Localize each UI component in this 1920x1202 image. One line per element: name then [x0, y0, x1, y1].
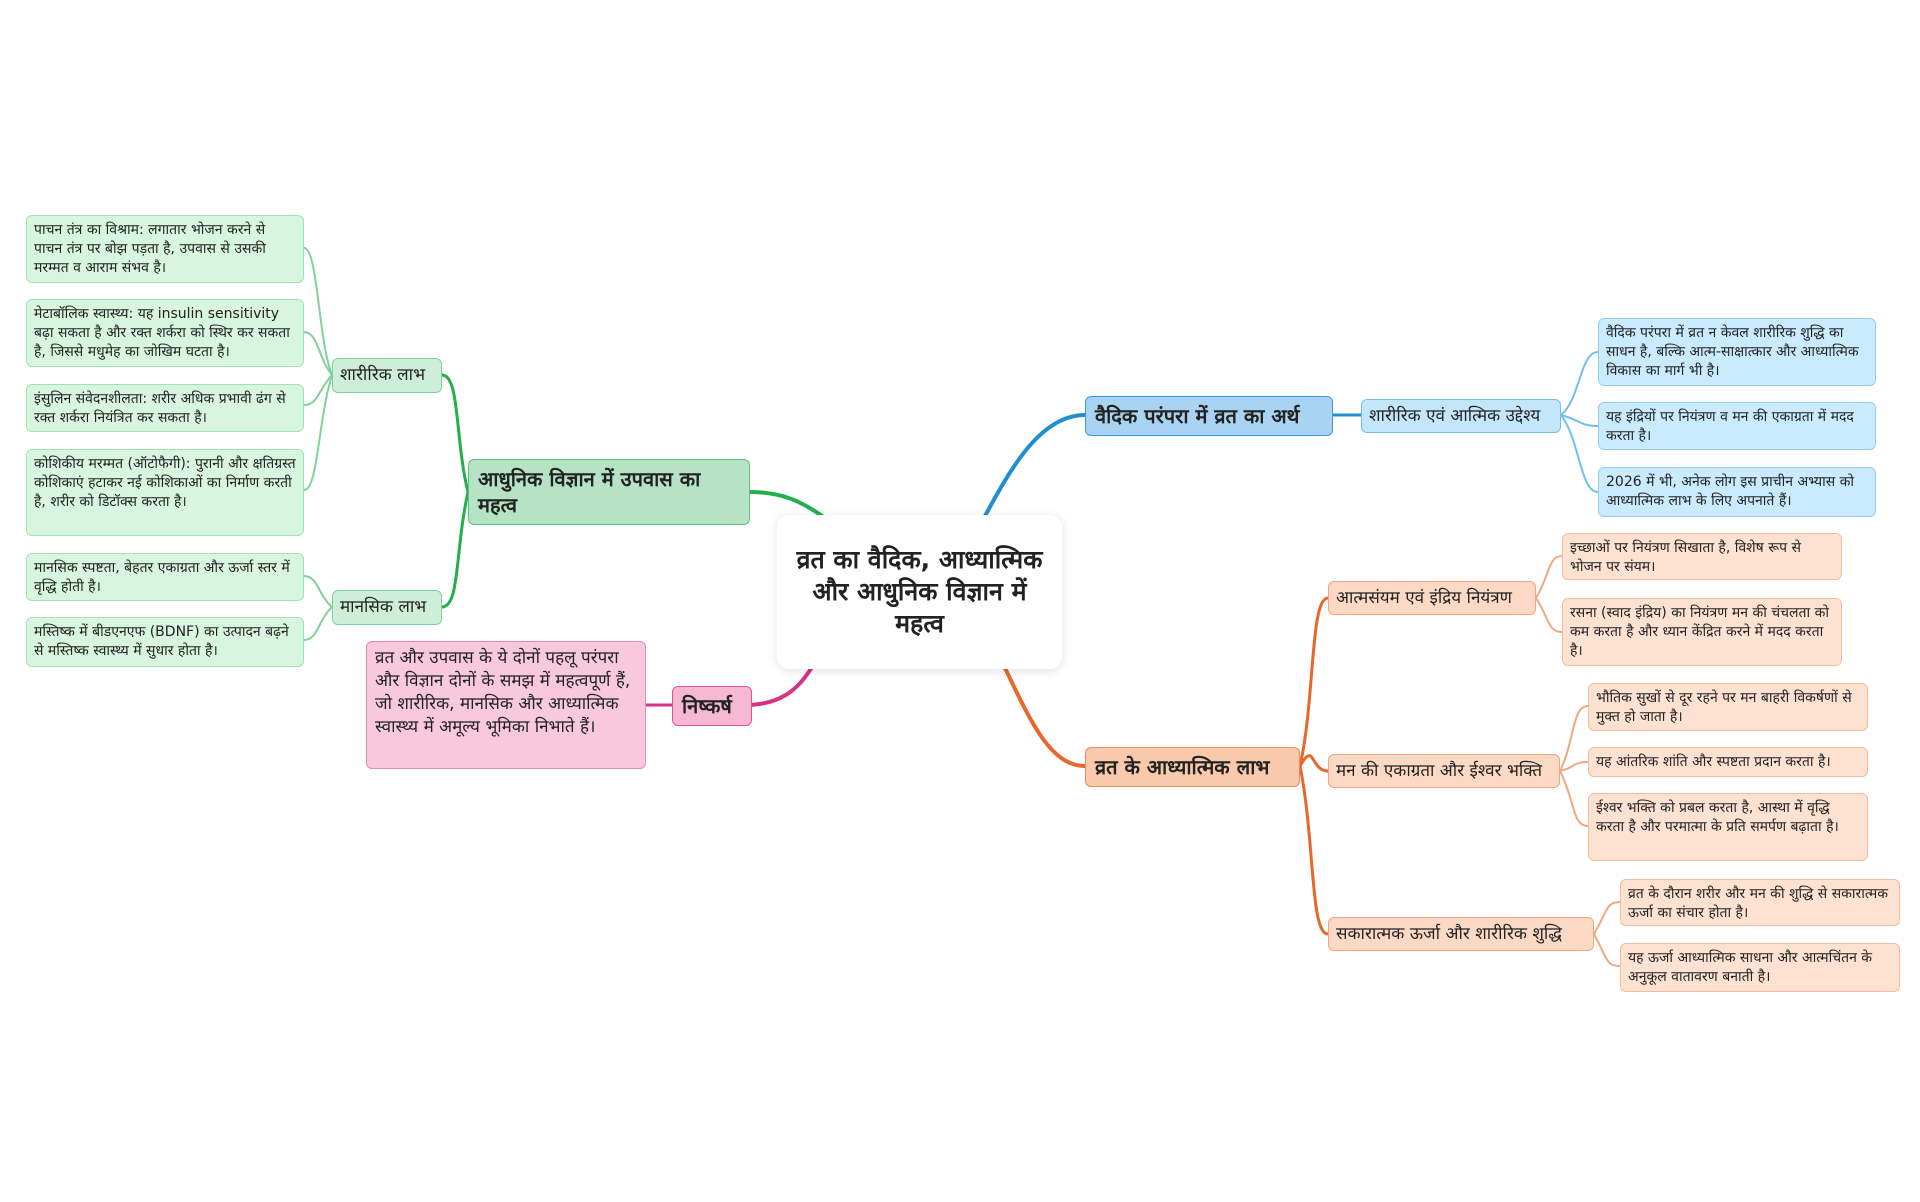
leaf-mental-1[interactable]: मानसिक स्पष्टता, बेहतर एकाग्रता और ऊर्जा… — [26, 553, 304, 601]
sub-purpose-label: शारीरिक एवं आत्मिक उद्देश्य — [1369, 405, 1541, 426]
leaf-mental-2[interactable]: मस्तिष्क में बीडएनएफ (BDNF) का उत्पादन ब… — [26, 617, 304, 667]
connector-central-spiritual — [1003, 667, 1086, 768]
connector-purpose-leaf-3 — [1560, 414, 1599, 493]
connector-modern-mental — [441, 491, 470, 609]
connector-physical-leaf-3 — [303, 374, 333, 406]
branch-vedic[interactable]: वैदिक परंपरा में व्रत का अर्थ — [1085, 396, 1333, 436]
branch-modern-science-label: आधुनिक विज्ञान में उपवास का महत्व — [478, 467, 701, 517]
connector-physical-leaf-1 — [303, 247, 333, 376]
connector-spiritual-focus — [1298, 754, 1329, 773]
leaf-energy-1[interactable]: व्रत के दौरान शरीर और मन की शुद्धि से सक… — [1620, 879, 1900, 926]
connector-spiritual-energy — [1298, 765, 1329, 936]
sub-mental-benefits-label: मानसिक लाभ — [340, 597, 427, 618]
leaf-vedic-2[interactable]: यह इंद्रियों पर नियंत्रण व मन की एकाग्रत… — [1598, 402, 1876, 450]
connector-spiritual-selfcontrol — [1298, 596, 1329, 767]
connector-central-vedic — [983, 413, 1086, 517]
connector-physical-leaf-4 — [303, 374, 333, 491]
leaf-conclusion-text: व्रत और उपवास के ये दोनों पहलू परंपरा और… — [375, 648, 631, 737]
leaf-physical-1[interactable]: पाचन तंत्र का विश्राम: लगातार भोजन करने … — [26, 215, 304, 283]
leaf-focus-3-text: ईश्वर भक्ति को प्रबल करता है, आस्था में … — [1596, 800, 1839, 835]
branch-modern-science[interactable]: आधुनिक विज्ञान में उपवास का महत्व — [468, 459, 750, 525]
leaf-mental-2-text: मस्तिष्क में बीडएनएफ (BDNF) का उत्पादन ब… — [34, 624, 289, 659]
connector-purpose-leaf-2 — [1560, 414, 1599, 427]
connector-central-modern — [749, 490, 827, 520]
connector-energy-leaf-2 — [1593, 933, 1621, 967]
leaf-physical-3[interactable]: इंसुलिन संवेदनशीलता: शरीर अधिक प्रभावी ढ… — [26, 384, 304, 432]
connector-focus-leaf-2 — [1559, 761, 1589, 772]
leaf-vedic-1-text: वैदिक परंपरा में व्रत न केवल शारीरिक शुद… — [1606, 325, 1859, 379]
central-topic-label: व्रत का वैदिक, आध्यात्मिक और आधुनिक विज्… — [796, 545, 1043, 638]
connector-focus-leaf-3 — [1559, 770, 1589, 827]
branch-vedic-label: वैदिक परंपरा में व्रत का अर्थ — [1095, 404, 1300, 428]
leaf-vedic-2-text: यह इंद्रियों पर नियंत्रण व मन की एकाग्रत… — [1606, 409, 1854, 444]
central-topic[interactable]: व्रत का वैदिक, आध्यात्मिक और आधुनिक विज्… — [777, 515, 1062, 669]
branch-conclusion[interactable]: निष्कर्ष — [672, 686, 752, 726]
connector-central-conclusion — [744, 665, 814, 707]
sub-physical-spiritual-purpose[interactable]: शारीरिक एवं आत्मिक उद्देश्य — [1361, 399, 1561, 433]
leaf-energy-1-text: व्रत के दौरान शरीर और मन की शुद्धि से सक… — [1628, 886, 1888, 921]
leaf-physical-2[interactable]: मेटाबॉलिक स्वास्थ्य: यह insulin sensitiv… — [26, 299, 304, 367]
leaf-focus-3[interactable]: ईश्वर भक्ति को प्रबल करता है, आस्था में … — [1588, 793, 1868, 861]
branch-conclusion-label: निष्कर्ष — [682, 694, 732, 718]
sub-self-control-label: आत्मसंयम एवं इंद्रिय नियंत्रण — [1336, 587, 1512, 608]
leaf-focus-2-text: यह आंतरिक शांति और स्पष्टता प्रदान करता … — [1596, 754, 1831, 770]
connector-energy-leaf-1 — [1593, 901, 1621, 935]
sub-mental-benefits[interactable]: मानसिक लाभ — [332, 590, 442, 625]
sub-positive-energy[interactable]: सकारात्मक ऊर्जा और शारीरिक शुद्धि — [1328, 917, 1594, 951]
sub-focus-devotion[interactable]: मन की एकाग्रता और ईश्वर भक्ति — [1328, 754, 1560, 788]
sub-focus-label: मन की एकाग्रता और ईश्वर भक्ति — [1336, 760, 1543, 781]
leaf-vedic-3[interactable]: 2026 में भी, अनेक लोग इस प्राचीन अभ्यास … — [1598, 467, 1876, 517]
connector-focus-leaf-1 — [1559, 705, 1589, 772]
connector-physical-leaf-2 — [303, 331, 333, 376]
leaf-physical-4-text: कोशिकीय मरम्मत (ऑटोफैगी): पुरानी और क्षत… — [34, 456, 296, 510]
connector-selfcontrol-leaf-2 — [1535, 597, 1563, 633]
leaf-physical-4[interactable]: कोशिकीय मरम्मत (ऑटोफैगी): पुरानी और क्षत… — [26, 449, 304, 536]
leaf-mental-1-text: मानसिक स्पष्टता, बेहतर एकाग्रता और ऊर्जा… — [34, 560, 290, 595]
leaf-focus-1-text: भौतिक सुखों से दूर रहने पर मन बाहरी विकर… — [1596, 690, 1852, 725]
leaf-selfcontrol-1-text: इच्छाओं पर नियंत्रण सिखाता है, विशेष रूप… — [1570, 540, 1801, 575]
leaf-energy-2[interactable]: यह ऊर्जा आध्यात्मिक साधना और आत्मचिंतन क… — [1620, 943, 1900, 992]
leaf-selfcontrol-1[interactable]: इच्छाओं पर नियंत्रण सिखाता है, विशेष रूप… — [1562, 533, 1842, 580]
sub-physical-benefits[interactable]: शारीरिक लाभ — [332, 358, 442, 393]
sub-physical-benefits-label: शारीरिक लाभ — [340, 365, 426, 386]
leaf-physical-3-text: इंसुलिन संवेदनशीलता: शरीर अधिक प्रभावी ढ… — [34, 391, 286, 426]
connector-purpose-leaf-1 — [1560, 351, 1599, 416]
leaf-selfcontrol-2[interactable]: रसना (स्वाद इंद्रिय) का नियंत्रण मन की च… — [1562, 598, 1842, 666]
leaf-vedic-3-text: 2026 में भी, अनेक लोग इस प्राचीन अभ्यास … — [1606, 474, 1855, 509]
connector-selfcontrol-leaf-1 — [1535, 555, 1563, 599]
leaf-physical-2-text: मेटाबॉलिक स्वास्थ्य: यह insulin sensitiv… — [34, 306, 290, 360]
sub-self-control[interactable]: आत्मसंयम एवं इंद्रिय नियंत्रण — [1328, 581, 1536, 615]
leaf-conclusion[interactable]: व्रत और उपवास के ये दोनों पहलू परंपरा और… — [366, 641, 646, 769]
leaf-selfcontrol-2-text: रसना (स्वाद इंद्रिय) का नियंत्रण मन की च… — [1570, 605, 1829, 659]
leaf-focus-2[interactable]: यह आंतरिक शांति और स्पष्टता प्रदान करता … — [1588, 747, 1868, 777]
connector-modern-physical — [441, 373, 470, 493]
leaf-energy-2-text: यह ऊर्जा आध्यात्मिक साधना और आत्मचिंतन क… — [1628, 950, 1873, 985]
leaf-vedic-1[interactable]: वैदिक परंपरा में व्रत न केवल शारीरिक शुद… — [1598, 318, 1876, 386]
leaf-physical-1-text: पाचन तंत्र का विश्राम: लगातार भोजन करने … — [34, 222, 266, 276]
branch-spiritual-label: व्रत के आध्यात्मिक लाभ — [1095, 755, 1270, 779]
connector-mental-leaf-2 — [303, 606, 333, 641]
leaf-focus-1[interactable]: भौतिक सुखों से दूर रहने पर मन बाहरी विकर… — [1588, 683, 1868, 731]
connector-mental-leaf-1 — [303, 575, 333, 608]
branch-spiritual-benefits[interactable]: व्रत के आध्यात्मिक लाभ — [1085, 747, 1300, 787]
sub-energy-label: सकारात्मक ऊर्जा और शारीरिक शुद्धि — [1336, 923, 1562, 944]
